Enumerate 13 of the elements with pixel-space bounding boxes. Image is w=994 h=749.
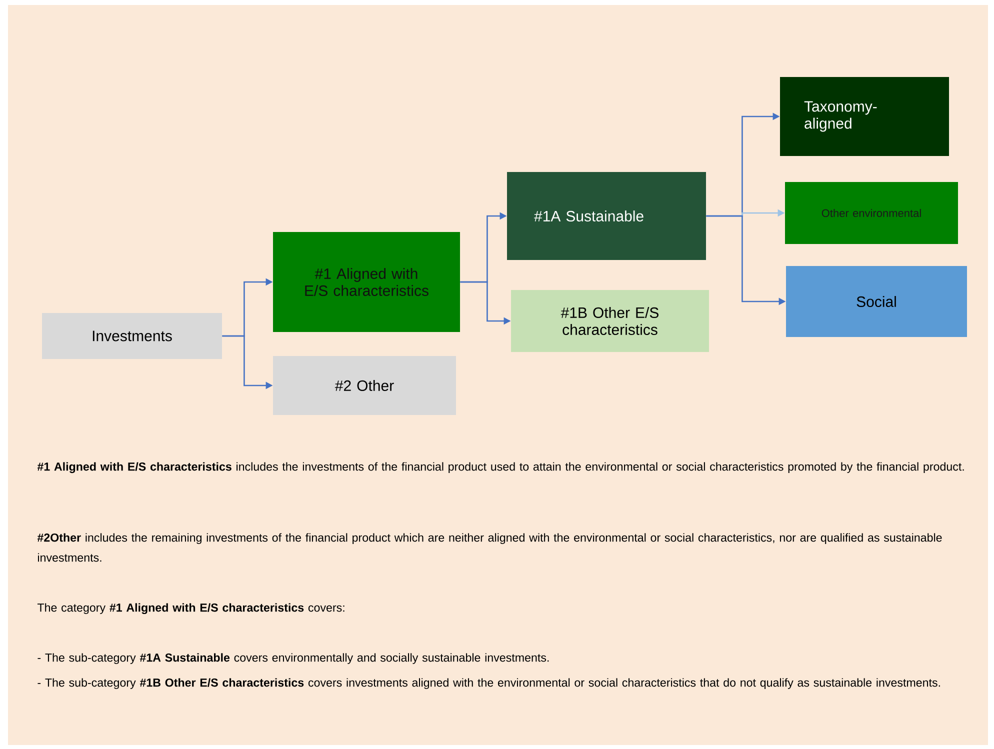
process-box: #1B Other E/S characteristics: [511, 290, 709, 352]
process-box: Social: [786, 266, 967, 337]
process-box: #1A Sustainable: [507, 172, 706, 260]
process-box: Investments: [42, 313, 222, 359]
note-text: The category #1 Aligned with E/S characteristics covers:: [37, 603, 344, 614]
process-box: #2 Other: [273, 356, 456, 415]
note-text: - The sub-category #1B Other E/S characteristics covers investments aligned with the environmental or social characteristics that do not qualify as sustainable investments.: [38, 678, 940, 690]
note-text: #2Other includes the remaining investments of the financial product which are neither aligned with the environmental or social characteristics, nor are qualified as sustainable investments.: [37, 533, 942, 562]
note-text: #1 Aligned with E/S characteristics includes the investments of the financial product used to attain the environmental or social characteristics promoted by the financial product.: [37, 462, 964, 474]
process-box: #1 Aligned with E/S characteristics: [273, 232, 460, 332]
process-box: Other environmental: [785, 182, 958, 244]
process-box: Taxonomy-aligned: [780, 77, 949, 156]
note-text: - The sub-category #1A Sustainable covers environmentally and socially sustainable investments.: [38, 653, 549, 664]
